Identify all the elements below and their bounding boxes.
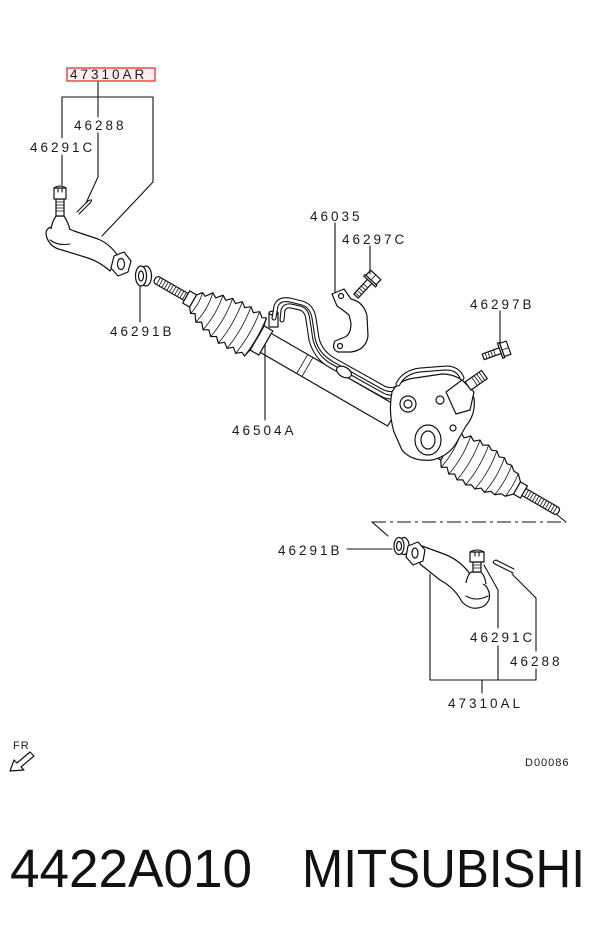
lower-ball-stud [472, 561, 482, 573]
upper-ball-joint-boot [50, 215, 71, 231]
valve-end-cap-inner [420, 430, 436, 450]
housing-bolt-head-edge [501, 347, 509, 351]
rack-housing-tube [259, 332, 400, 427]
upper-socket-hole [116, 257, 126, 271]
callout-housing-bolt: 46297B [470, 297, 535, 312]
diagram-code: D00086 [525, 757, 570, 769]
lower-tie-rod-end [405, 541, 491, 609]
upper-tie-rod-end [45, 198, 132, 277]
clamp-bolt [353, 269, 382, 299]
pinion-tower [445, 379, 475, 415]
callout-lower-tie-rod-end: 47310AL [448, 696, 523, 711]
lower-jam-nut-hole [395, 540, 403, 552]
lower-tie-rod-arm [419, 545, 491, 609]
callout-clamp-bolt: 46297C [342, 232, 407, 247]
upper-ball-joint-line [49, 239, 71, 246]
lower-castle-nut-top [469, 549, 485, 557]
lower-bracket-leader [429, 564, 537, 694]
callout-gear-assembly: 46504A [232, 423, 297, 438]
mounting-clamp-body [331, 288, 369, 353]
callout-upper-tie-rod-end: 47310AR [70, 67, 147, 82]
callout-upper-jam-nut: 46291B [110, 324, 175, 339]
right-rack-threads [524, 489, 558, 514]
valve-port-hole [403, 399, 413, 409]
valve-line-upper-inner [396, 366, 464, 386]
housing-bolt [481, 340, 512, 361]
clamp-lower-hole [336, 342, 344, 350]
housing-bolt-threads [484, 349, 496, 359]
upper-jam-nut-hole [137, 270, 145, 282]
left-rack-thread-end [153, 275, 189, 302]
upper-cotter-pin [76, 199, 93, 215]
left-rack-threads [156, 277, 187, 300]
clamp-bolt-threads [354, 283, 369, 297]
lower-cotter-pin [492, 559, 515, 574]
valve-bolt-head [435, 395, 445, 405]
upper-castle-nut-top [53, 185, 67, 193]
lower-castle-nut [469, 549, 485, 563]
reference-connector [371, 513, 567, 537]
upper-tie-rod-arm [45, 226, 119, 272]
arrow-down-left-icon [9, 751, 35, 772]
callout-upper-castle-nut: 46291C [30, 140, 95, 155]
right-rack-thread-end [521, 487, 561, 516]
hydraulic-lines [271, 297, 403, 400]
upper-jam-nut [134, 265, 153, 287]
return-line-inner [280, 304, 400, 399]
clamp-bolt-head-edge [370, 274, 377, 281]
upper-ball-stud [55, 198, 65, 217]
upper-ball-stud-threads [56, 201, 64, 212]
lower-socket-hole [411, 547, 419, 559]
lower-ball-joint-line [465, 595, 489, 600]
left-rack-boot-folds [190, 292, 267, 357]
callout-highlight-box [66, 67, 156, 82]
callout-lower-jam-nut: 46291B [278, 543, 343, 558]
lower-ball-joint-boot [465, 571, 487, 585]
clamp-bolt-shank [353, 278, 373, 299]
callout-lower-castle-nut: 46291C [470, 630, 535, 645]
upper-bracket-leader [61, 81, 154, 237]
input-shaft-splines [471, 371, 486, 386]
input-shaft-body [464, 369, 488, 391]
valve-bolt-head-lower [449, 424, 457, 432]
lower-ball-stud-threads [473, 564, 481, 569]
callout-clamp: 46035 [310, 209, 363, 224]
callout-upper-cotter-pin: 46288 [74, 118, 127, 133]
callout-lower-cotter-pin: 46288 [510, 654, 563, 669]
valve-housing-assembly [389, 365, 488, 461]
brand-name: MITSUBISHI [302, 839, 585, 899]
part-number: 4422A010 [10, 839, 252, 899]
upper-castle-nut-body [53, 187, 67, 200]
input-shaft [464, 369, 488, 391]
direction-label: FR [13, 740, 30, 752]
line-clip [336, 365, 352, 379]
clamp-upper-hole [337, 292, 345, 300]
lower-castle-nut-body [469, 551, 485, 563]
pressure-line-inner [272, 298, 402, 391]
upper-castle-nut [53, 185, 67, 200]
right-rack-boot-folds [440, 432, 519, 497]
rack-housing-ring [296, 354, 314, 377]
mounting-clamp [331, 288, 369, 353]
